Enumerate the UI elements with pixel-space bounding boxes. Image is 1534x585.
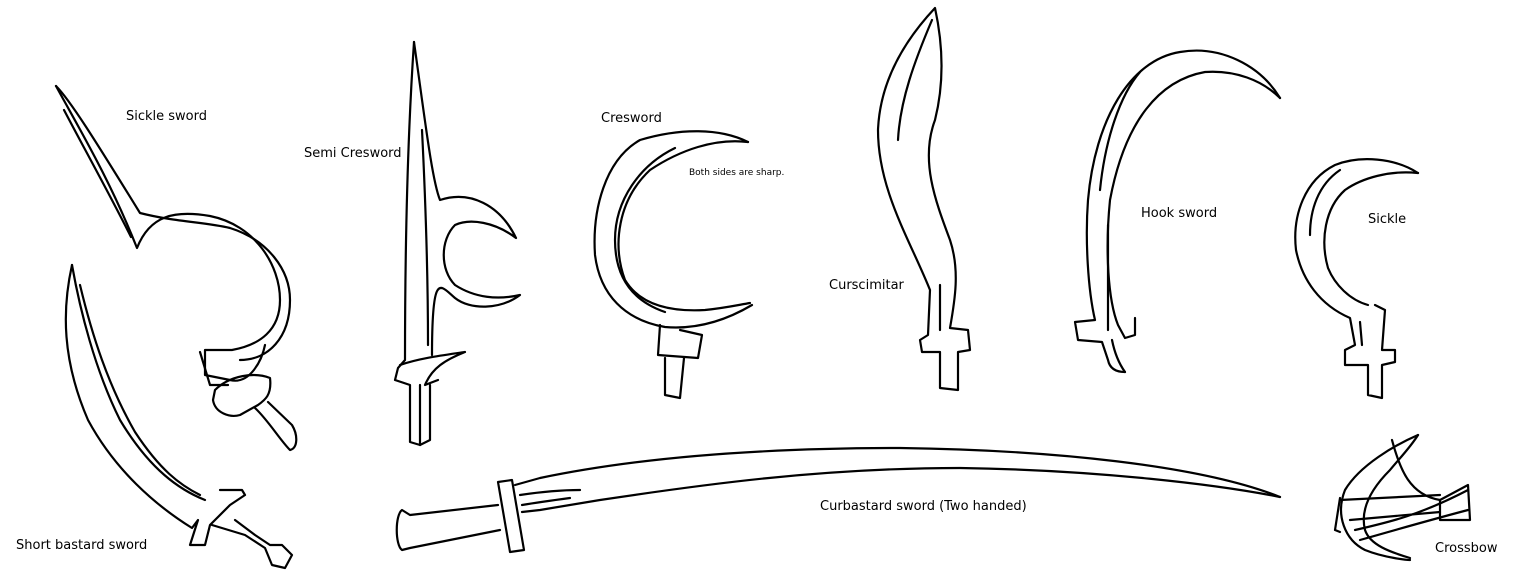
curbastard-sword-drawing <box>395 446 1282 554</box>
sickle-drawing <box>1294 158 1420 400</box>
cresword-note: Both sides are sharp. <box>689 168 785 178</box>
curbastard-sword-label: Curbastard sword (Two handed) <box>820 499 1027 514</box>
hook-sword-drawing <box>1073 49 1282 374</box>
cresword-label: Cresword <box>601 111 662 126</box>
crossbow-label: Crossbow <box>1435 541 1498 556</box>
sickle-label: Sickle <box>1368 212 1407 227</box>
semi-cresword-drawing <box>393 40 522 447</box>
short-bastard-sword-label: Short bastard sword <box>16 538 148 553</box>
short-bastard-sword-drawing <box>64 263 294 570</box>
semi-cresword-label: Semi Cresword <box>304 146 402 161</box>
sickle-sword-label: Sickle sword <box>126 109 208 124</box>
crossbow-drawing <box>1333 433 1472 562</box>
cresword-drawing <box>593 130 754 400</box>
sickle-sword-drawing <box>54 84 298 452</box>
curscimitar-drawing <box>876 6 972 392</box>
curscimitar-label: Curscimitar <box>829 278 904 293</box>
hook-sword-label: Hook sword <box>1141 206 1218 221</box>
